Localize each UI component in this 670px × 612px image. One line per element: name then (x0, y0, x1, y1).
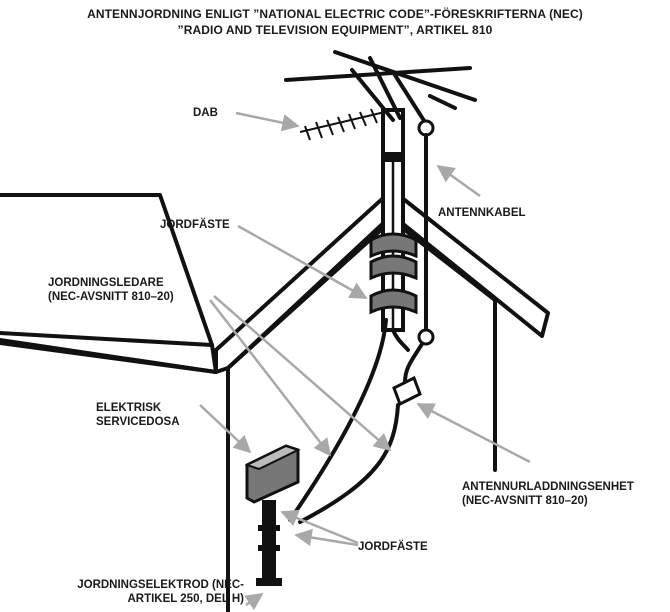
grounding-conductor-label-line-1: JORDNINGSLEDARE (48, 277, 164, 289)
ground-clamp-top-label: JORDFÄSTE (160, 219, 230, 231)
house-walls (226, 298, 497, 612)
grounding-conductor-label: JORDNINGSLEDARE (NEC-AVSNITT 810–20) (48, 276, 174, 304)
electrical-service-box (244, 444, 301, 504)
tv-antenna (284, 50, 477, 132)
diagram-title-line-2: ”RADIO AND TELEVISION EQUIPMENT”, ARTIKE… (177, 23, 493, 37)
grounding-conductor-label-line-2: (NEC-AVSNITT 810–20) (48, 291, 174, 303)
ground-electrode-label: JORDNINGSELEKTROD (NEC- ARTIKEL 250, DEL… (38, 578, 244, 606)
antenna-discharge-unit (392, 375, 422, 407)
ground-electrode-label-line-2: ARTIKEL 250, DEL H) (127, 593, 244, 605)
ground-electrode-label-line-1: JORDNINGSELEKTROD (NEC- (77, 579, 244, 591)
antenna-cable (403, 119, 435, 384)
discharge-unit-label-line-1: ANTENNURLADDNINGSENHET (462, 481, 634, 493)
ground-electrode (256, 500, 282, 586)
house-left-roof (0, 193, 218, 374)
discharge-unit-label-line-2: (NEC-AVSNITT 810–20) (462, 495, 588, 507)
discharge-unit-label: ANTENNURLADDNINGSENHET (NEC-AVSNITT 810–… (462, 480, 634, 508)
grounding-conductors (288, 318, 410, 524)
ground-clamp-bottom-label: JORDFÄSTE (358, 541, 428, 553)
antenna-cable-label: ANTENNKABEL (438, 207, 526, 219)
dab-label: DAB (193, 107, 218, 119)
dab-antenna (299, 108, 386, 141)
service-box-label-line-2: SERVICEDOSA (96, 416, 180, 428)
leader-arrows (199, 111, 531, 611)
mast-ground-clamps (369, 232, 418, 315)
diagram-title-line-1: ANTENNJORDNING ENLIGT ”NATIONAL ELECTRIC… (87, 7, 583, 21)
service-box-label: ELEKTRISK SERVICEDOSA (96, 401, 180, 429)
service-box-label-line-1: ELEKTRISK (96, 402, 162, 414)
